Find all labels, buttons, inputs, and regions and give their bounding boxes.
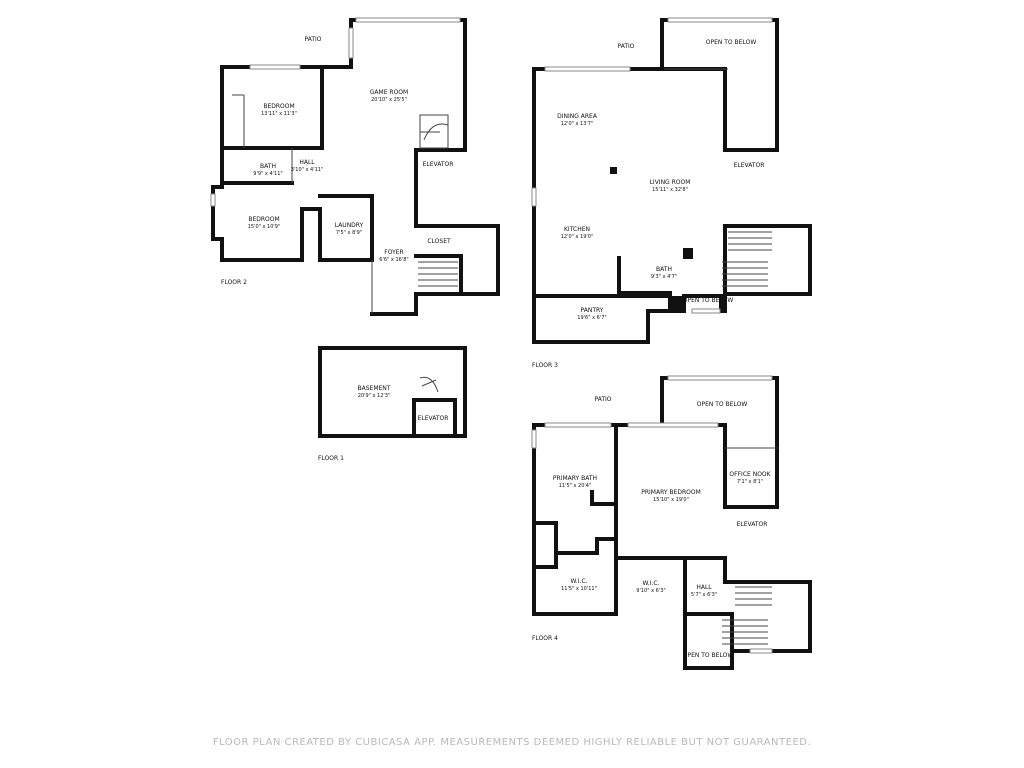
floor3-bath-dim: 9'3" x 4'7": [651, 274, 677, 280]
floor3-bath-label: BATH: [656, 266, 672, 273]
floor2-elevator-label: ELEVATOR: [423, 161, 454, 168]
floor-2-plan: [210, 17, 500, 316]
footer-disclaimer: FLOOR PLAN CREATED BY CUBICASA APP. MEAS…: [213, 737, 811, 748]
floor4-open-to-below-top-label: OPEN TO BELOW: [697, 401, 748, 408]
floor-4-label: FLOOR 4: [532, 635, 558, 642]
floor1-elevator-label: ELEVATOR: [418, 415, 449, 422]
floor2-foyer-label: FOYER: [384, 249, 403, 256]
floor3-dining-label: DINING AREA: [557, 113, 598, 120]
floor-2-label: FLOOR 2: [221, 279, 247, 286]
floor3-pantry-dim: 19'6" x 6'7": [577, 315, 606, 321]
floor4-wic-b-dim: 9'10" x 6'3": [636, 588, 665, 594]
floor2-bedroom-a-label: BEDROOM: [263, 103, 294, 110]
floor-4-plan: [531, 375, 812, 670]
floor2-bath-label: BATH: [260, 163, 276, 170]
floor1-basement-label: BASEMENT: [358, 385, 391, 392]
floor2-hall-dim: 3'10" x 4'11": [291, 167, 324, 173]
floor3-living-dim: 15'11" x 32'8": [652, 187, 688, 193]
floor3-kitchen-dim: 12'0" x 19'0": [561, 234, 594, 240]
floor1-basement-dim: 20'9" x 12'3": [358, 393, 391, 399]
floor4-office-nook-label: OFFICE NOOK: [729, 471, 771, 478]
floor4-primary-bath-label: PRIMARY BATH: [553, 475, 597, 482]
floor4-patio-label: PATIO: [594, 396, 611, 403]
floor4-wic-a-label: W.I.C.: [571, 578, 588, 585]
floor4-primary-bedroom-label: PRIMARY BEDROOM: [641, 489, 701, 496]
floor3-dining-dim: 12'0" x 13'7": [561, 121, 594, 127]
floor4-office-nook-dim: 7'1" x 8'1": [737, 479, 763, 485]
floor2-bedroom-b-dim: 15'0" x 10'9": [248, 224, 281, 230]
floor2-bedroom-a-dim: 13'11" x 11'3": [261, 111, 297, 117]
floor4-wic-b-label: W.I.C.: [643, 580, 660, 587]
floor2-bath-dim: 9'9" x 4'11": [253, 171, 282, 177]
floor4-primary-bath-dim: 11'5" x 20'4": [559, 483, 592, 489]
floor4-primary-bedroom-dim: 15'10" x 19'0": [653, 497, 689, 503]
floor3-open-to-below-bottom-label: OPEN TO BELOW: [683, 297, 734, 304]
floor2-closet-label: CLOSET: [427, 238, 451, 245]
floor3-elevator-label: ELEVATOR: [734, 162, 765, 169]
floor-3-label: FLOOR 3: [532, 362, 558, 369]
floor4-open-to-below-bottom-label: OPEN TO BELOW: [683, 652, 734, 659]
floor4-hall-label: HALL: [696, 584, 712, 591]
floor2-bedroom-b-label: BEDROOM: [248, 216, 279, 223]
floor3-patio-label: PATIO: [617, 43, 634, 50]
floor3-living-label: LIVING ROOM: [650, 179, 691, 186]
floor2-game-room-dim: 20'10" x 25'5": [371, 97, 407, 103]
floor3-kitchen-label: KITCHEN: [564, 226, 590, 233]
floor-1-label: FLOOR 1: [318, 455, 344, 462]
floor2-patio-label: PATIO: [304, 36, 321, 43]
floor4-wic-a-dim: 11'5" x 10'11": [561, 586, 597, 592]
floor4-hall-dim: 5'7" x 6'3": [691, 592, 717, 598]
floor-3-plan: [531, 17, 812, 344]
floor-1-plan: [318, 346, 467, 438]
floor3-pantry-label: PANTRY: [581, 307, 604, 314]
floor2-hall-label: HALL: [299, 159, 315, 166]
floor2-foyer-dim: 6'6" x 16'8": [379, 257, 408, 263]
floor4-elevator-label: ELEVATOR: [737, 521, 768, 528]
floor2-game-room-label: GAME ROOM: [370, 89, 408, 96]
floor3-open-to-below-top-label: OPEN TO BELOW: [706, 39, 757, 46]
floor2-laundry-label: LAUNDRY: [335, 222, 364, 229]
floor2-laundry-dim: 7'5" x 8'9": [336, 230, 362, 236]
